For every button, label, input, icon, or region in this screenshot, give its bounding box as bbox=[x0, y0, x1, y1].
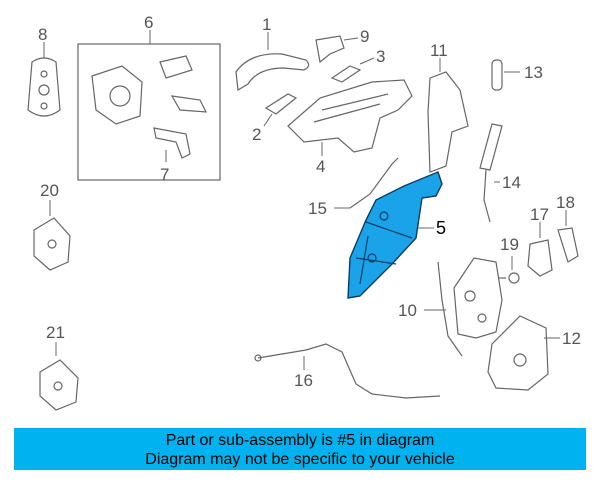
part-2-cap[interactable] bbox=[263, 93, 298, 127]
part-21-hinge-lower[interactable] bbox=[39, 342, 79, 411]
callout-21: 21 bbox=[46, 323, 65, 342]
part-20-hinge[interactable] bbox=[33, 200, 71, 271]
info-banner: Part or sub-assembly is #5 in diagram Di… bbox=[14, 428, 586, 470]
banner-line-1: Part or sub-assembly is #5 in diagram bbox=[165, 432, 435, 449]
part-16-cable[interactable] bbox=[254, 343, 441, 399]
callout-18: 18 bbox=[556, 193, 575, 212]
callout-5: 5 bbox=[436, 218, 446, 238]
callout-7: 7 bbox=[160, 165, 169, 184]
callout-14: 14 bbox=[502, 173, 521, 192]
callout-16: 16 bbox=[294, 371, 313, 390]
callout-11: 11 bbox=[430, 41, 448, 60]
part-15-rod[interactable] bbox=[334, 157, 399, 209]
callout-20: 20 bbox=[40, 181, 59, 200]
part-10-door-latch[interactable] bbox=[424, 257, 503, 357]
part-6-lock-cylinder-set[interactable] bbox=[77, 30, 221, 181]
part-14-lock-rod[interactable] bbox=[479, 123, 503, 223]
callout-12: 12 bbox=[562, 329, 581, 348]
callout-2: 2 bbox=[252, 125, 261, 144]
part-18-clip[interactable] bbox=[557, 210, 579, 263]
part-11-trim-piece[interactable] bbox=[427, 58, 469, 173]
callout-15: 15 bbox=[308, 199, 327, 218]
callout-3: 3 bbox=[376, 47, 385, 66]
part-17-bracket[interactable] bbox=[527, 222, 553, 277]
callout-17: 17 bbox=[530, 205, 549, 224]
part-8-key-fob[interactable] bbox=[27, 42, 61, 117]
callout-8: 8 bbox=[38, 25, 47, 44]
part-19-screw[interactable] bbox=[496, 256, 520, 284]
part-12-latch-housing[interactable] bbox=[487, 315, 560, 391]
banner-line-2: Diagram may not be specific to your vehi… bbox=[145, 451, 455, 468]
part-9-handle-cover[interactable] bbox=[315, 35, 359, 64]
part-3-gasket[interactable] bbox=[330, 57, 375, 83]
callout-10: 10 bbox=[398, 301, 417, 320]
callout-9: 9 bbox=[360, 27, 369, 46]
part-5-door-shield[interactable] bbox=[347, 171, 443, 299]
part-13-lock-knob[interactable] bbox=[491, 59, 520, 91]
callout-19: 19 bbox=[500, 235, 519, 254]
part-1-outside-handle[interactable] bbox=[235, 32, 310, 91]
parts-diagram: 8 6 7 1 9 3 2 4 bbox=[27, 13, 581, 411]
callout-13: 13 bbox=[524, 63, 543, 82]
callout-1: 1 bbox=[262, 15, 271, 34]
callout-6: 6 bbox=[144, 13, 153, 32]
callout-4: 4 bbox=[316, 157, 325, 176]
part-4-handle-carrier[interactable] bbox=[287, 79, 413, 156]
